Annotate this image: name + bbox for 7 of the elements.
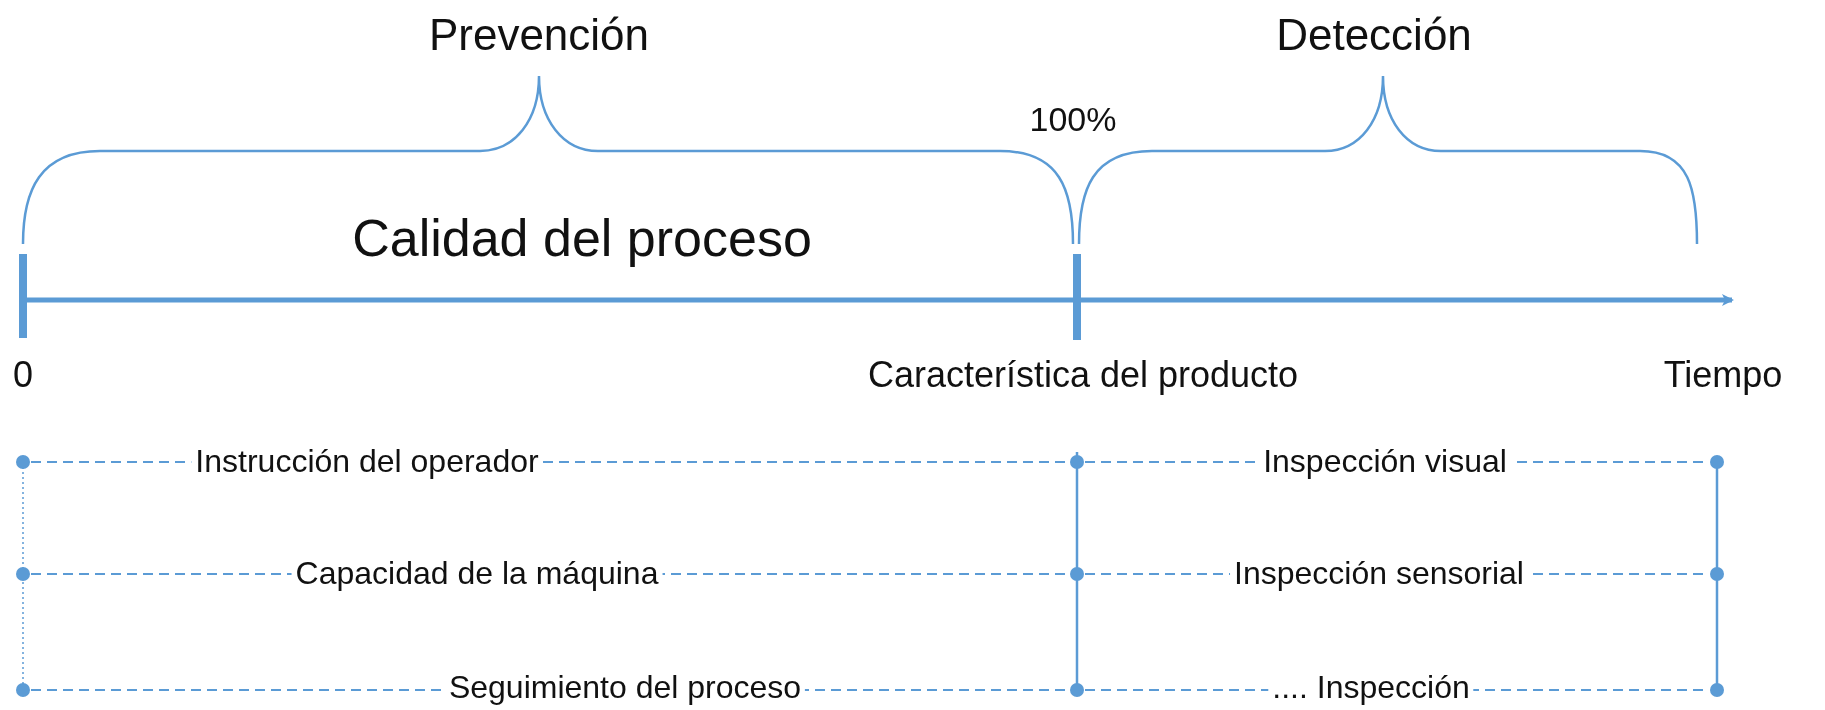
axis-title: Calidad del proceso: [352, 210, 812, 268]
axis-label: 0: [13, 355, 33, 395]
axis-label: Tiempo: [1663, 355, 1783, 395]
section-heading: Prevención: [428, 10, 650, 60]
axis-label: Característica del producto: [867, 355, 1299, 395]
section-heading: Detección: [1276, 10, 1472, 60]
percent-label: 100%: [1029, 101, 1117, 139]
